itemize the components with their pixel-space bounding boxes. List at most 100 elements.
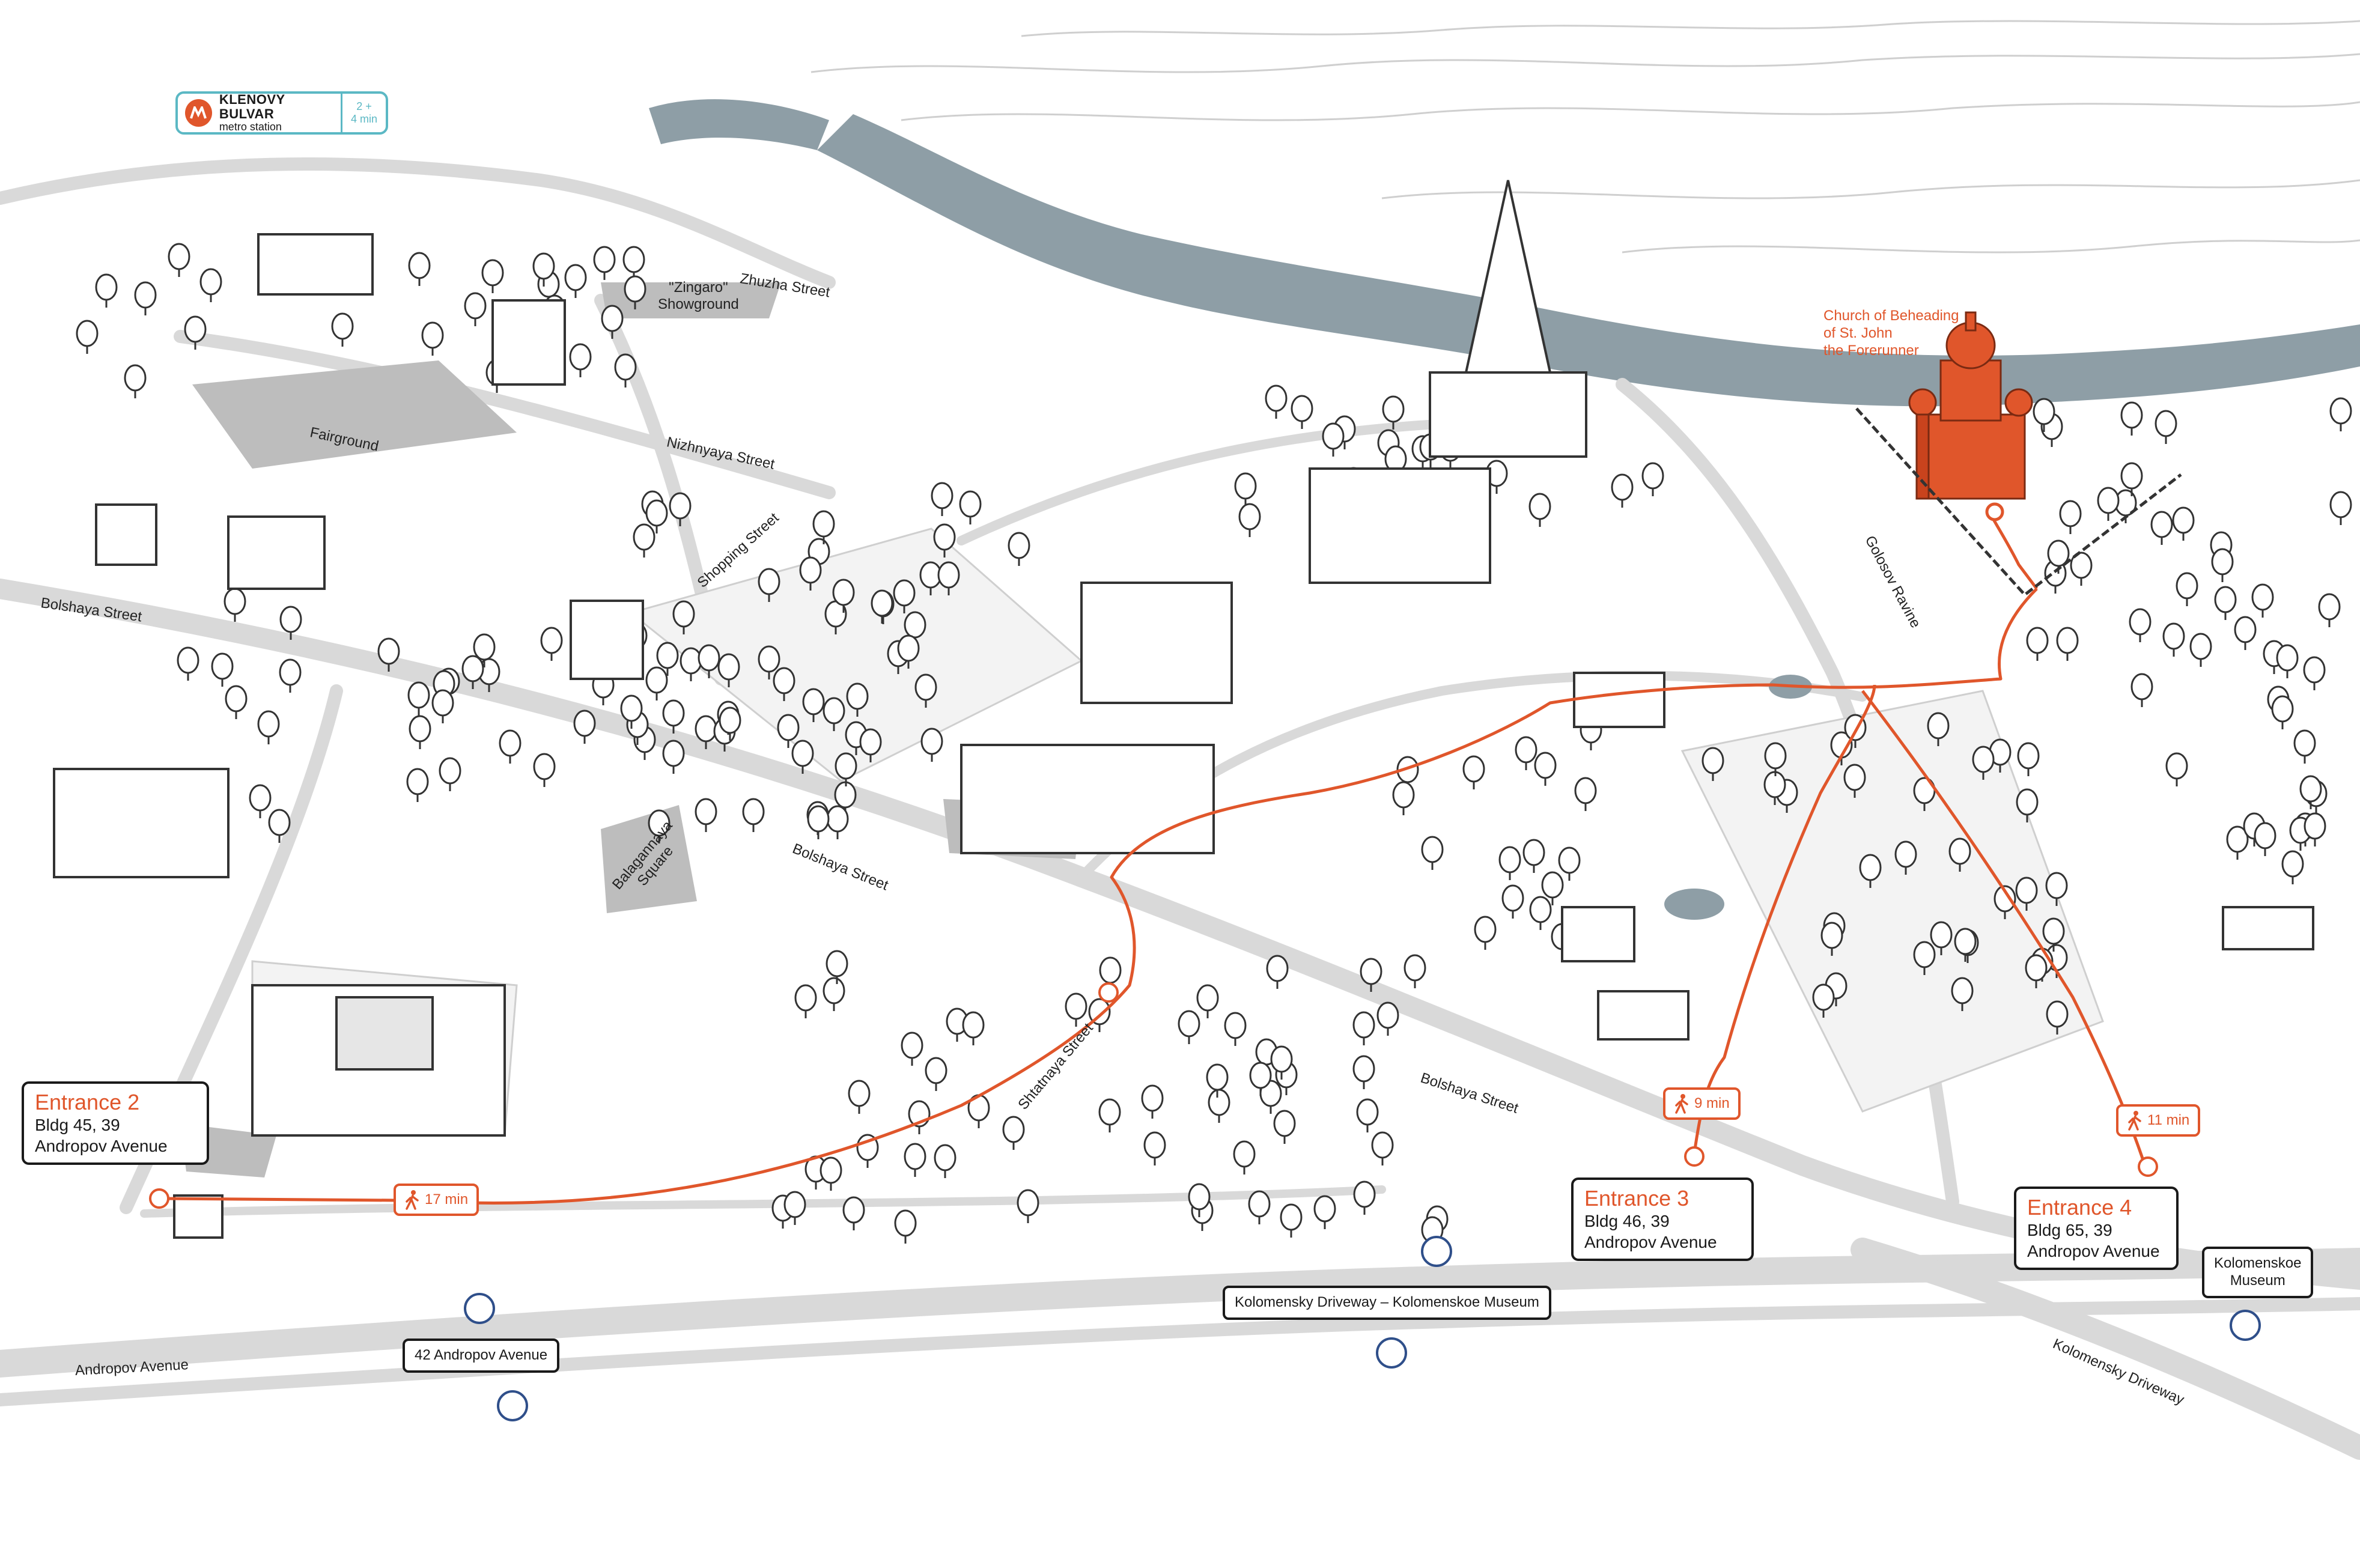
tree-icon [614,353,637,381]
tree-icon [669,492,692,520]
bus-icon[interactable] [2230,1310,2261,1341]
tree-icon [622,246,645,273]
barn [1597,990,1689,1041]
tree-icon [2214,586,2237,613]
tree-icon [1249,1062,1272,1089]
tree-icon [2059,500,2082,527]
bus-icon[interactable] [1421,1236,1452,1267]
walk-icon [406,1190,419,1210]
tree-icon [893,579,916,607]
tree-icon [2025,954,2048,982]
tree-icon [794,984,817,1012]
tree-icon [377,637,400,665]
far-bank-terrain [810,20,2360,254]
tree-icon [1382,395,1405,423]
tree-icon [925,1057,947,1084]
tree-icon [1141,1084,1164,1112]
entrance-2-address-1: Bldg 45, 39 [35,1116,120,1135]
kolomenskoe-line-1: Kolomenskoe [2214,1255,2302,1271]
tree-icon [409,715,431,743]
tree-icon [1360,958,1382,985]
tree-icon [2234,616,2257,643]
tree-icon [758,568,780,595]
tree-icon [783,1191,806,1218]
tree-icon [1404,954,1426,982]
metro-station-badge[interactable]: KLENOVY BULVAR metro station 2 + 4 min [175,91,388,135]
tree-icon [1951,977,1974,1004]
entrance-4-address-1: Bldg 65, 39 [2027,1221,2112,1240]
tree-icon [812,510,835,538]
tree-icon [407,681,430,709]
tree-icon [2329,491,2352,518]
church-label-line-3: the Forerunner [1823,342,1919,359]
tree-icon [573,710,596,737]
tree-icon [1234,472,1257,500]
bus-icon[interactable] [464,1293,495,1324]
tree-icon [1280,1203,1303,1231]
tree-icon [421,321,444,349]
tree-icon [1224,1012,1247,1039]
tree-icon [2046,1000,2069,1028]
wooden-church-1 [257,233,374,296]
river-inlet [649,99,829,150]
bus-stop-kolomenskoe-museum[interactable]: Kolomenskoe Museum [2202,1247,2314,1298]
tree-icon [695,798,717,825]
wooden-house [1573,672,1665,728]
pond-1 [1664,889,1724,920]
tree-icon [846,682,869,710]
tree-icon [124,364,147,392]
tree-icon [408,252,431,279]
tree-icon [224,588,246,615]
tree-icon [134,281,157,309]
entrance-4-box[interactable]: Entrance 4 Bldg 65, 39 Andropov Avenue [2014,1187,2179,1271]
church-pin[interactable] [1985,502,2004,521]
tree-icon [2165,752,2188,780]
bus-stop-kolomensky-museum[interactable]: Kolomensky Driveway – Kolomenskoe Museum [1223,1286,1551,1320]
tree-icon [601,305,624,332]
tree-icon [680,647,702,675]
tree-icon [620,694,643,722]
tree-icon [2251,583,2274,611]
bus-stop-42-andropov[interactable]: 42 Andropov Avenue [403,1339,560,1373]
metro-time-bottom: 4 min [350,113,377,125]
tree-icon [1206,1063,1229,1091]
tree-icon [2056,627,2079,654]
tree-icon [1954,928,1977,955]
tree-icon [2016,788,2039,816]
tree-icon [464,292,487,320]
tree-icon [279,658,302,686]
tree-icon [76,320,99,347]
tree-icon [2042,917,2065,945]
tree-icon [1574,777,1597,804]
entrance-3-box[interactable]: Entrance 3 Bldg 46, 39 Andropov Avenue [1571,1178,1754,1262]
entrance-2-address-2: Andropov Avenue [35,1137,168,1156]
kolomenskoe-line-2: Museum [2230,1272,2285,1289]
tree-icon [540,627,563,654]
fair-building-2 [227,515,326,590]
tree-icon [871,589,893,617]
tree-icon [1558,846,1581,874]
church-icon[interactable] [1908,311,2033,500]
tree-icon [633,523,655,551]
tree-icon [431,689,454,717]
tree-icon [904,611,926,639]
tree-icon [848,1080,871,1107]
buildings [53,180,2314,1239]
tree-icon [1322,422,1345,450]
tree-icon [624,275,646,303]
tree-icon [1098,1098,1121,1126]
entrance-2-box[interactable]: Entrance 2 Bldg 45, 39 Andropov Avenue [22,1081,209,1165]
tree-icon [199,268,222,296]
tree-icon [1371,1131,1394,1159]
tree-icon [1270,1045,1293,1073]
tree-icon [1291,395,1313,422]
tree-icon [1265,384,1288,412]
tree-icon [1188,1183,1211,1211]
tree-icon [1002,1116,1025,1143]
tree-icon [1462,755,1485,783]
bus-icon[interactable] [1376,1337,1407,1369]
bus-icon[interactable] [497,1390,528,1421]
tree-icon [1541,871,1564,899]
tree-icon [593,246,616,273]
